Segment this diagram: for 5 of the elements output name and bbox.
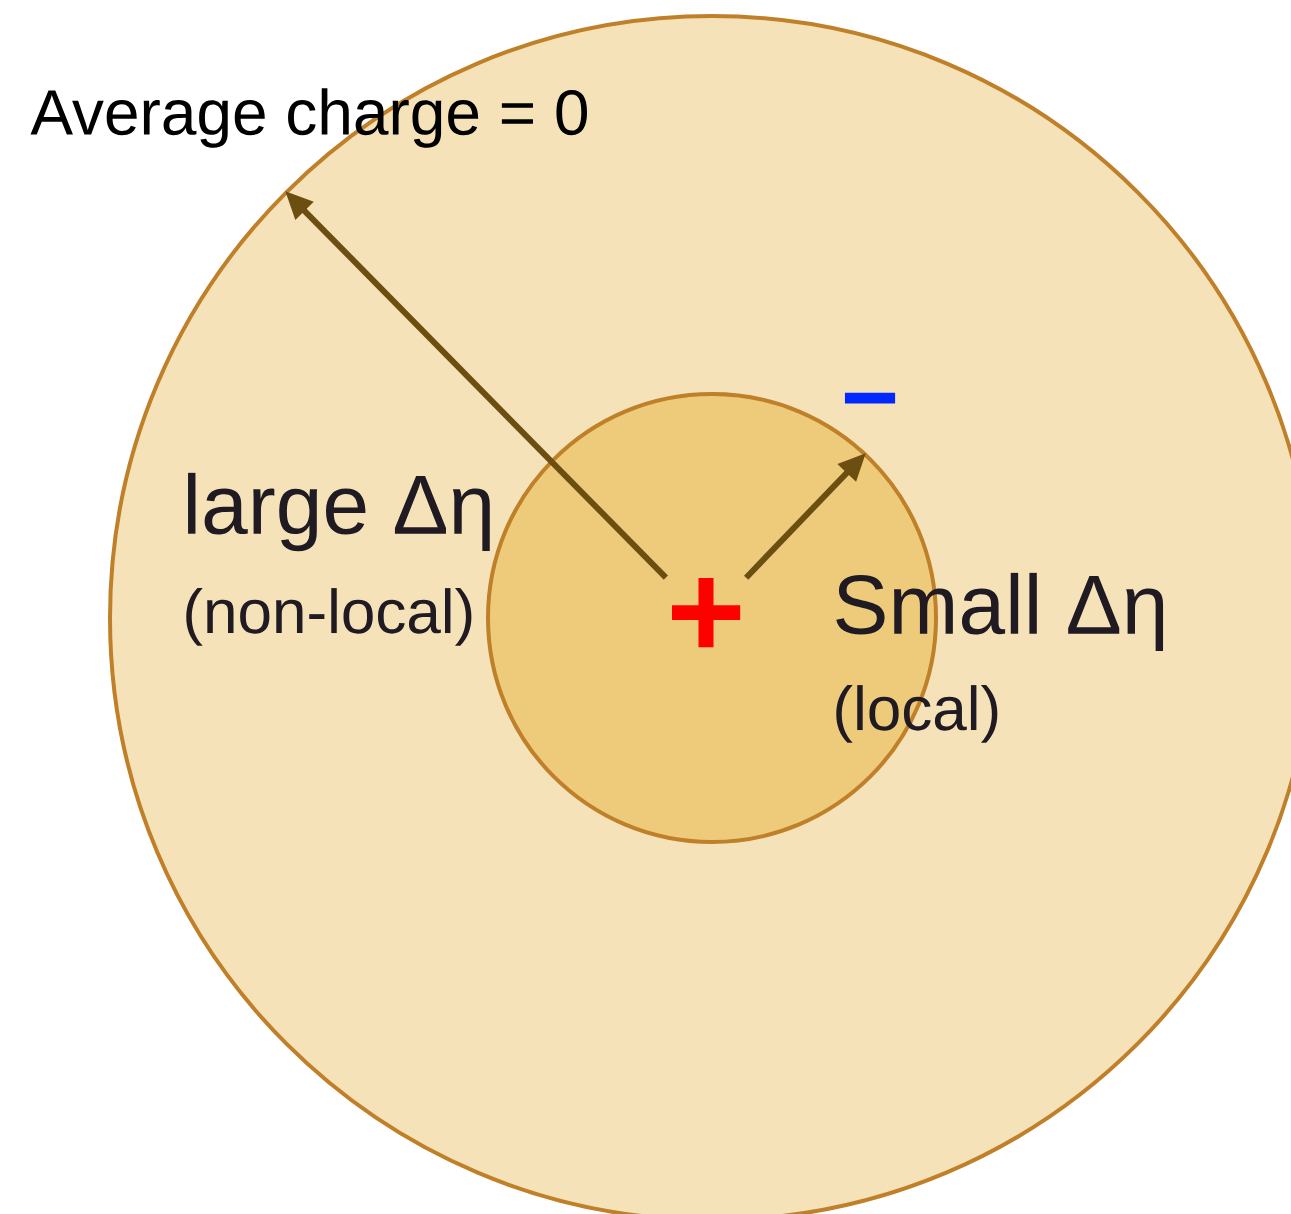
plus-sign: +: [672, 578, 741, 648]
minus-sign: −: [844, 392, 896, 404]
label-text: large Δη: [188, 472, 490, 552]
label-text: (non-local): [186, 588, 472, 646]
label-text: Small Δη: [836, 572, 1164, 652]
